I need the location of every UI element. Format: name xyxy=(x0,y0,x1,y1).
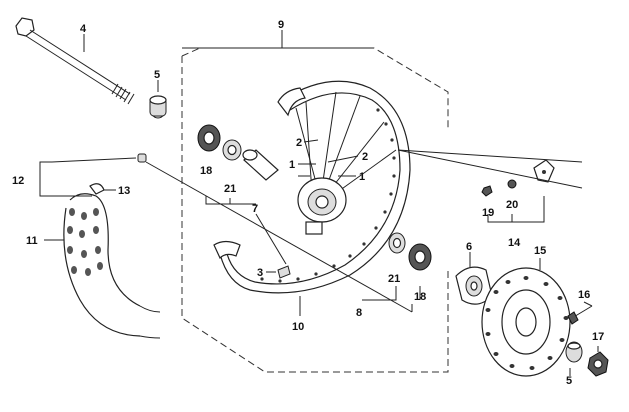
brake-disc-part xyxy=(481,267,571,377)
wheel-assembly-boundary xyxy=(181,47,449,373)
callout-2-lower: 2 xyxy=(362,151,368,163)
ring-part xyxy=(455,266,493,305)
callout-9: 9 xyxy=(278,19,284,31)
callout-labels: 1 1 2 2 3 4 5 5 6 7 8 9 10 11 12 13 14 1… xyxy=(12,19,604,387)
axle-part xyxy=(15,17,135,105)
nut-part-20 xyxy=(507,179,517,189)
callout-16: 16 xyxy=(578,289,590,301)
callout-21-left: 21 xyxy=(224,183,236,195)
callout-14: 14 xyxy=(508,237,521,249)
callout-15: 15 xyxy=(534,245,546,257)
nut-part-19 xyxy=(481,185,493,197)
callout-4: 4 xyxy=(80,23,87,35)
callout-8: 8 xyxy=(356,307,362,319)
callout-18-right: 18 xyxy=(414,291,426,303)
callout-18-left: 18 xyxy=(200,165,212,177)
spoke-nipple-part xyxy=(277,265,291,279)
bearing-part-right xyxy=(388,232,406,254)
callout-3: 3 xyxy=(257,267,263,279)
callout-13: 13 xyxy=(118,185,130,197)
callout-10: 10 xyxy=(292,321,304,333)
axle-nut-part xyxy=(587,351,609,377)
callout-7: 7 xyxy=(252,203,258,215)
leader-lines xyxy=(39,30,599,376)
valve-part xyxy=(137,153,147,163)
callout-5-bottom: 5 xyxy=(566,375,572,387)
bearing-part-left xyxy=(222,139,242,161)
callout-12: 12 xyxy=(12,175,24,187)
callout-1-lower: 1 xyxy=(359,171,365,183)
wheel-rim-part xyxy=(213,80,411,294)
bracket-part xyxy=(533,159,555,183)
distance-collar-part xyxy=(242,149,279,181)
callout-21-right: 21 xyxy=(388,273,400,285)
callout-2-upper: 2 xyxy=(296,137,302,149)
collar-part-top xyxy=(149,80,167,119)
rim-band-part xyxy=(89,183,105,195)
bolt-part xyxy=(567,305,593,325)
callout-17: 17 xyxy=(592,331,604,343)
callout-19: 19 xyxy=(482,207,494,219)
collar-part-bottom xyxy=(565,341,583,363)
dust-seal-part-left xyxy=(197,124,221,152)
callout-5-top: 5 xyxy=(154,69,160,81)
tire-part xyxy=(63,193,161,339)
dust-seal-part-right xyxy=(408,243,432,271)
callout-20: 20 xyxy=(506,199,518,211)
callout-1-upper: 1 xyxy=(289,159,295,171)
callout-11: 11 xyxy=(26,235,38,247)
callout-6: 6 xyxy=(466,241,472,253)
